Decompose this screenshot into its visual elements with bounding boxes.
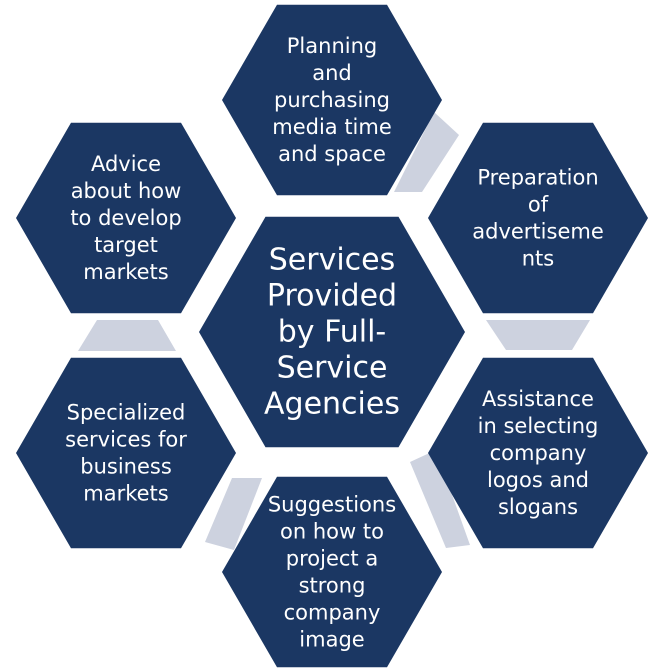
center-hexagon-label-line: Services: [269, 243, 396, 278]
hexagon-planning-label-line: purchasing: [274, 88, 390, 112]
hexagon-assistance-label-line: logos and: [487, 468, 589, 492]
hexagon-specialized-label-line: markets: [83, 482, 168, 506]
hexagon-assistance-label-line: in selecting: [478, 414, 599, 438]
hexagon-planning: Planning and purchasing media time and space: [222, 4, 442, 196]
hexagon-suggestions-shape: [222, 476, 442, 668]
hexagon-preparation-label-line: nts: [522, 247, 554, 271]
hexagon-assistance: Assistance in selecting company logos and sl…: [428, 357, 648, 549]
connector-suggestions-specialized: [205, 478, 262, 550]
connector-assistance-suggestions: [410, 450, 470, 548]
hexagon-preparation-shape: [428, 122, 648, 314]
hexagon-planning-label-line: and space: [278, 142, 386, 166]
hexagon-suggestions-label-line: strong: [299, 574, 366, 598]
connector-preparation-assistance: [486, 320, 590, 350]
hexagon-advice-label-line: Advice: [91, 152, 161, 176]
hexagon-planning-shape: [222, 4, 442, 196]
hexagon-preparation-label-line: Preparation: [477, 166, 598, 190]
hexagon-preparation: Preparation of advertiseme nts: [428, 122, 648, 314]
hexagon-advice-shape: [16, 122, 236, 314]
connector-planning-preparation: [394, 112, 459, 192]
hexagon-assistance-label-line: company: [490, 441, 587, 465]
hexagon-advice-label-line: to develop: [70, 206, 181, 230]
hexagon-preparation-label-line: of: [528, 193, 549, 217]
hexagon-specialized-label-line: business: [80, 455, 172, 479]
hexagon-advice-label-line: target: [94, 233, 158, 257]
hexagon-assistance-shape: [428, 357, 648, 549]
center-hexagon-label-line: Service: [277, 351, 388, 386]
hexagon-specialized-shape: [16, 357, 236, 549]
hexagon-suggestions-label-line: company: [284, 601, 381, 625]
hexagon-planning-label-line: media time: [272, 115, 392, 139]
hexagon-advice: Advice about how to develop target markets: [16, 122, 236, 314]
hexagon-assistance-label-line: Assistance: [482, 387, 594, 411]
hexagon-planning-label-line: Planning: [287, 34, 377, 58]
connector-specialized-advice: [78, 320, 176, 351]
hexagon-suggestions-label-line: on how to: [280, 520, 384, 544]
hexagon-advice-label-line: about how: [71, 179, 182, 203]
center-hexagon-shape: [199, 216, 465, 448]
center-hexagon-label-line: Agencies: [264, 387, 400, 422]
hexagon-suggestions: Suggestions on how to project a strong compa…: [222, 476, 442, 668]
hexagon-planning-label-line: and: [312, 61, 352, 85]
hexagon-preparation-label-line: advertiseme: [472, 220, 604, 244]
hexagon-advice-label-line: markets: [83, 260, 168, 284]
hexagon-suggestions-label-line: project a: [286, 547, 378, 571]
hexagon-specialized-label-line: Specialized: [67, 401, 186, 425]
hexagon-suggestions-label-line: Suggestions: [268, 493, 396, 517]
center-hexagon-label-line: by Full-: [278, 315, 386, 350]
hexagon-assistance-label-line: slogans: [498, 495, 578, 519]
hexagon-specialized: Specialized services for business markets: [16, 357, 236, 549]
connectors: [78, 112, 590, 550]
hexagon-suggestions-label-line: image: [299, 628, 364, 652]
hexagon-specialized-label-line: services for: [65, 428, 187, 452]
center-hexagon-label-line: Provided: [267, 279, 397, 314]
